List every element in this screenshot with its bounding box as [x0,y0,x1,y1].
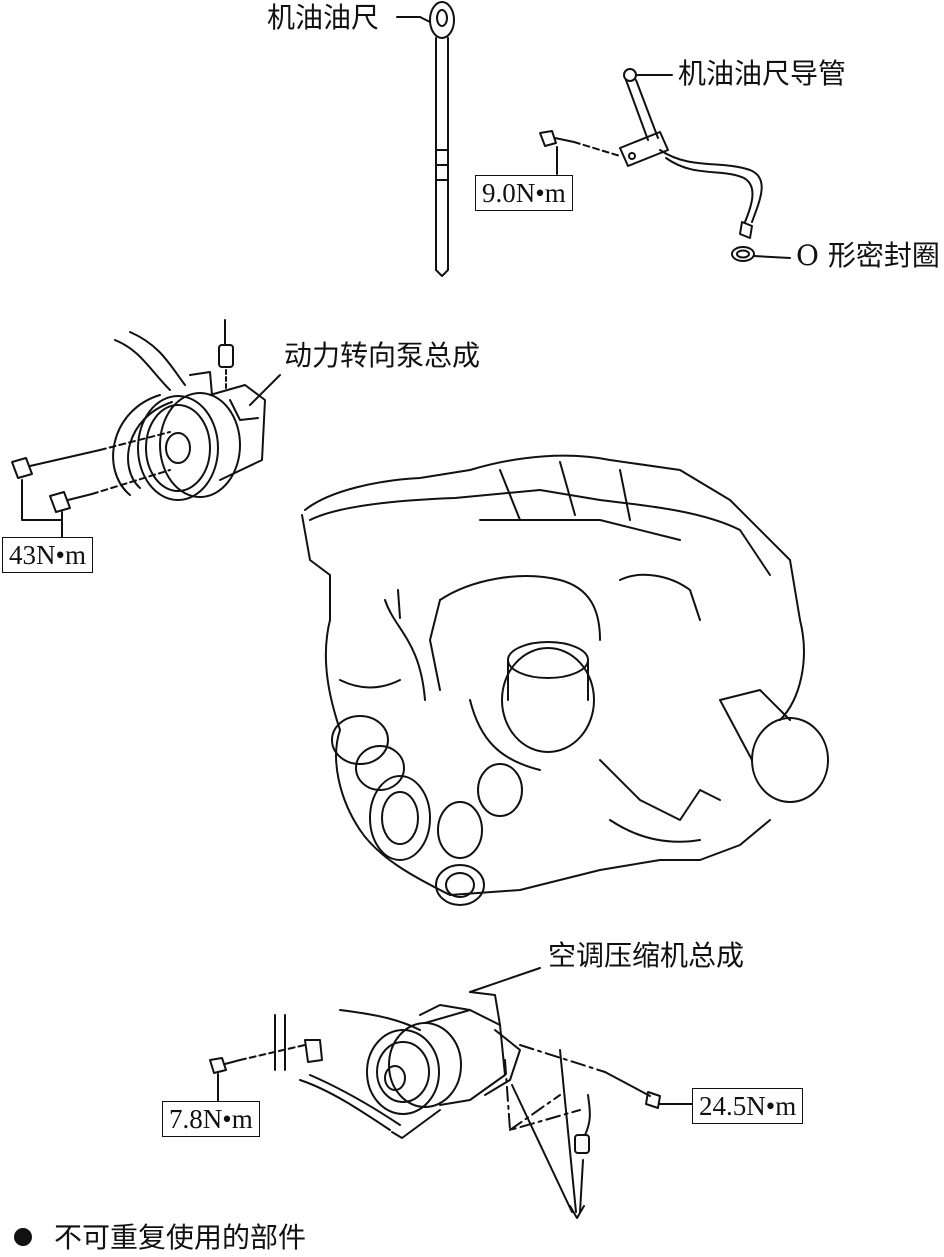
non-reusable-legend: 不可重复使用的部件 [54,1221,307,1254]
ps-pump-bolt-torque: 43N•m [2,537,93,573]
guide-bolt-torque: 9.0N•m [475,175,573,211]
o-ring-label: O 形密封圈 [796,239,940,272]
ac-left-bolt-torque: 7.8N•m [162,1101,260,1137]
dipstick-guide-drawing [539,68,791,262]
ac-right-bolt-torque: 24.5N•m [692,1088,804,1124]
dipstick-drawing [396,1,455,277]
power-steering-pump-label: 动力转向泵总成 [284,339,481,372]
non-reusable-bullet-icon [14,1228,32,1246]
engine-drawing [301,454,829,906]
power-steering-pump-drawing [11,319,281,539]
ac-compressor-drawing [209,967,693,1219]
ac-compressor-label: 空调压缩机总成 [548,939,745,972]
dipstick-label: 机油油尺 [267,1,380,34]
dipstick-guide-label: 机油油尺导管 [678,57,847,90]
